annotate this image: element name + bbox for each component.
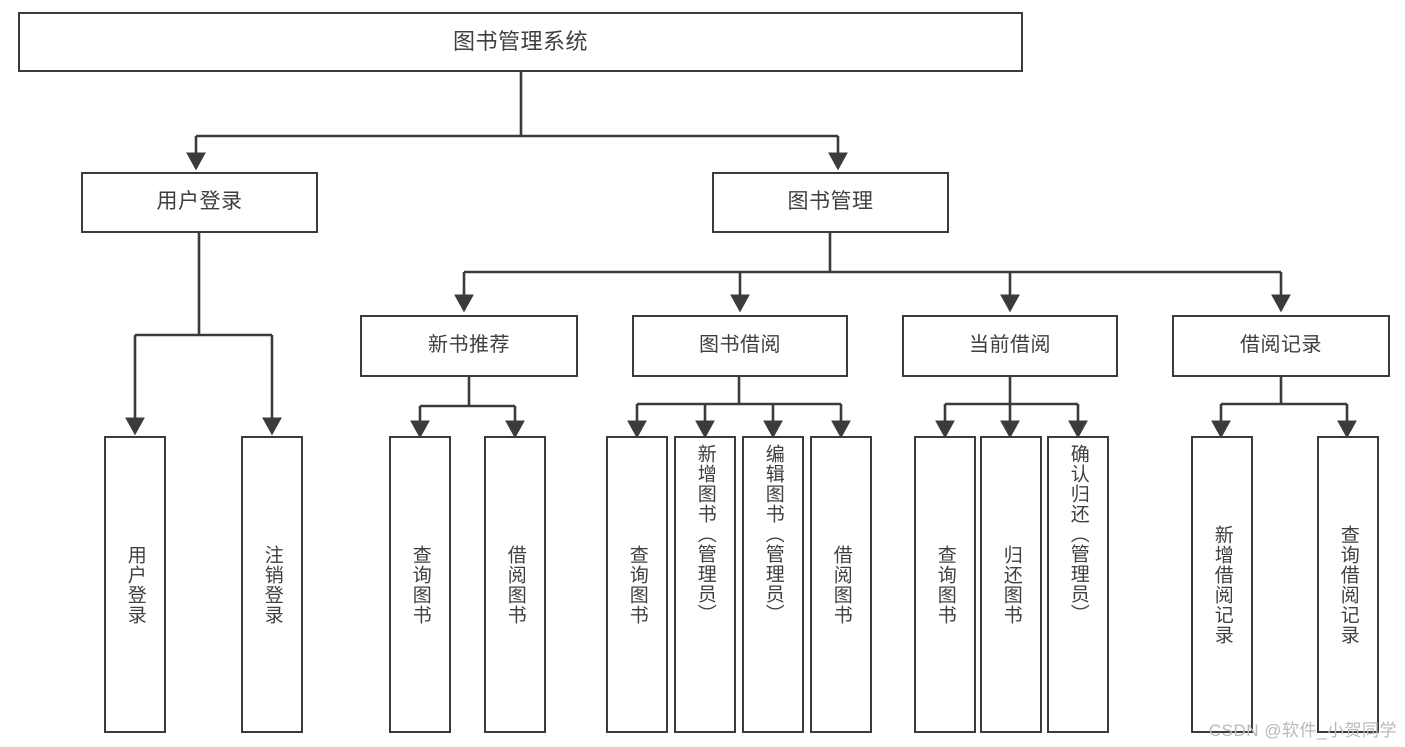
node-leaf-query-book-label: 查询图书	[626, 544, 648, 625]
node-leaf-query-book[interactable]: 查询图书	[606, 436, 668, 733]
node-user-login-label: 用户登录	[156, 190, 243, 214]
node-root-system[interactable]: 图书管理系统	[18, 12, 1023, 72]
node-borrow-record[interactable]: 借阅记录	[1172, 315, 1390, 377]
node-leaf-query-book-current-label: 查询图书	[934, 544, 956, 625]
node-leaf-user-login-label: 用户登录	[124, 544, 146, 625]
node-book-borrow[interactable]: 图书借阅	[632, 315, 848, 377]
node-leaf-borrow-book[interactable]: 借阅图书	[810, 436, 872, 733]
node-leaf-edit-book-admin-label: 编辑图书（管理员）	[762, 444, 784, 624]
node-leaf-confirm-return-admin-label: 确认归还（管理员）	[1067, 444, 1089, 624]
node-leaf-query-borrow-record[interactable]: 查询借阅记录	[1317, 436, 1379, 733]
node-leaf-query-borrow-record-label: 查询借阅记录	[1337, 524, 1359, 645]
node-user-login[interactable]: 用户登录	[81, 172, 318, 233]
node-book-management-label: 图书管理	[787, 190, 874, 214]
node-new-book-recommend[interactable]: 新书推荐	[360, 315, 578, 377]
node-leaf-edit-book-admin[interactable]: 编辑图书（管理员）	[742, 436, 804, 733]
node-current-borrow-label: 当前借阅	[969, 334, 1051, 357]
node-leaf-return-book-label: 归还图书	[1000, 544, 1022, 625]
node-leaf-borrow-book-recommend-label: 借阅图书	[504, 544, 526, 625]
node-leaf-add-borrow-record-label: 新增借阅记录	[1211, 524, 1233, 645]
node-leaf-query-book-current[interactable]: 查询图书	[914, 436, 976, 733]
node-leaf-return-book[interactable]: 归还图书	[980, 436, 1042, 733]
node-leaf-query-book-recommend[interactable]: 查询图书	[389, 436, 451, 733]
node-leaf-borrow-book-label: 借阅图书	[830, 544, 852, 625]
node-leaf-confirm-return-admin[interactable]: 确认归还（管理员）	[1047, 436, 1109, 733]
node-leaf-add-book-admin[interactable]: 新增图书（管理员）	[674, 436, 736, 733]
node-new-book-recommend-label: 新书推荐	[428, 334, 510, 357]
csdn-watermark: CSDN @软件_小贺同学	[1208, 721, 1397, 740]
node-leaf-add-borrow-record[interactable]: 新增借阅记录	[1191, 436, 1253, 733]
node-book-borrow-label: 图书借阅	[699, 334, 781, 357]
node-leaf-user-login[interactable]: 用户登录	[104, 436, 166, 733]
node-leaf-add-book-admin-label: 新增图书（管理员）	[694, 444, 716, 624]
node-leaf-borrow-book-recommend[interactable]: 借阅图书	[484, 436, 546, 733]
node-leaf-logout[interactable]: 注销登录	[241, 436, 303, 733]
node-leaf-query-book-recommend-label: 查询图书	[409, 544, 431, 625]
node-book-management[interactable]: 图书管理	[712, 172, 949, 233]
node-borrow-record-label: 借阅记录	[1240, 334, 1322, 357]
node-current-borrow[interactable]: 当前借阅	[902, 315, 1118, 377]
node-leaf-logout-label: 注销登录	[261, 544, 283, 625]
node-root-label: 图书管理系统	[452, 29, 588, 55]
